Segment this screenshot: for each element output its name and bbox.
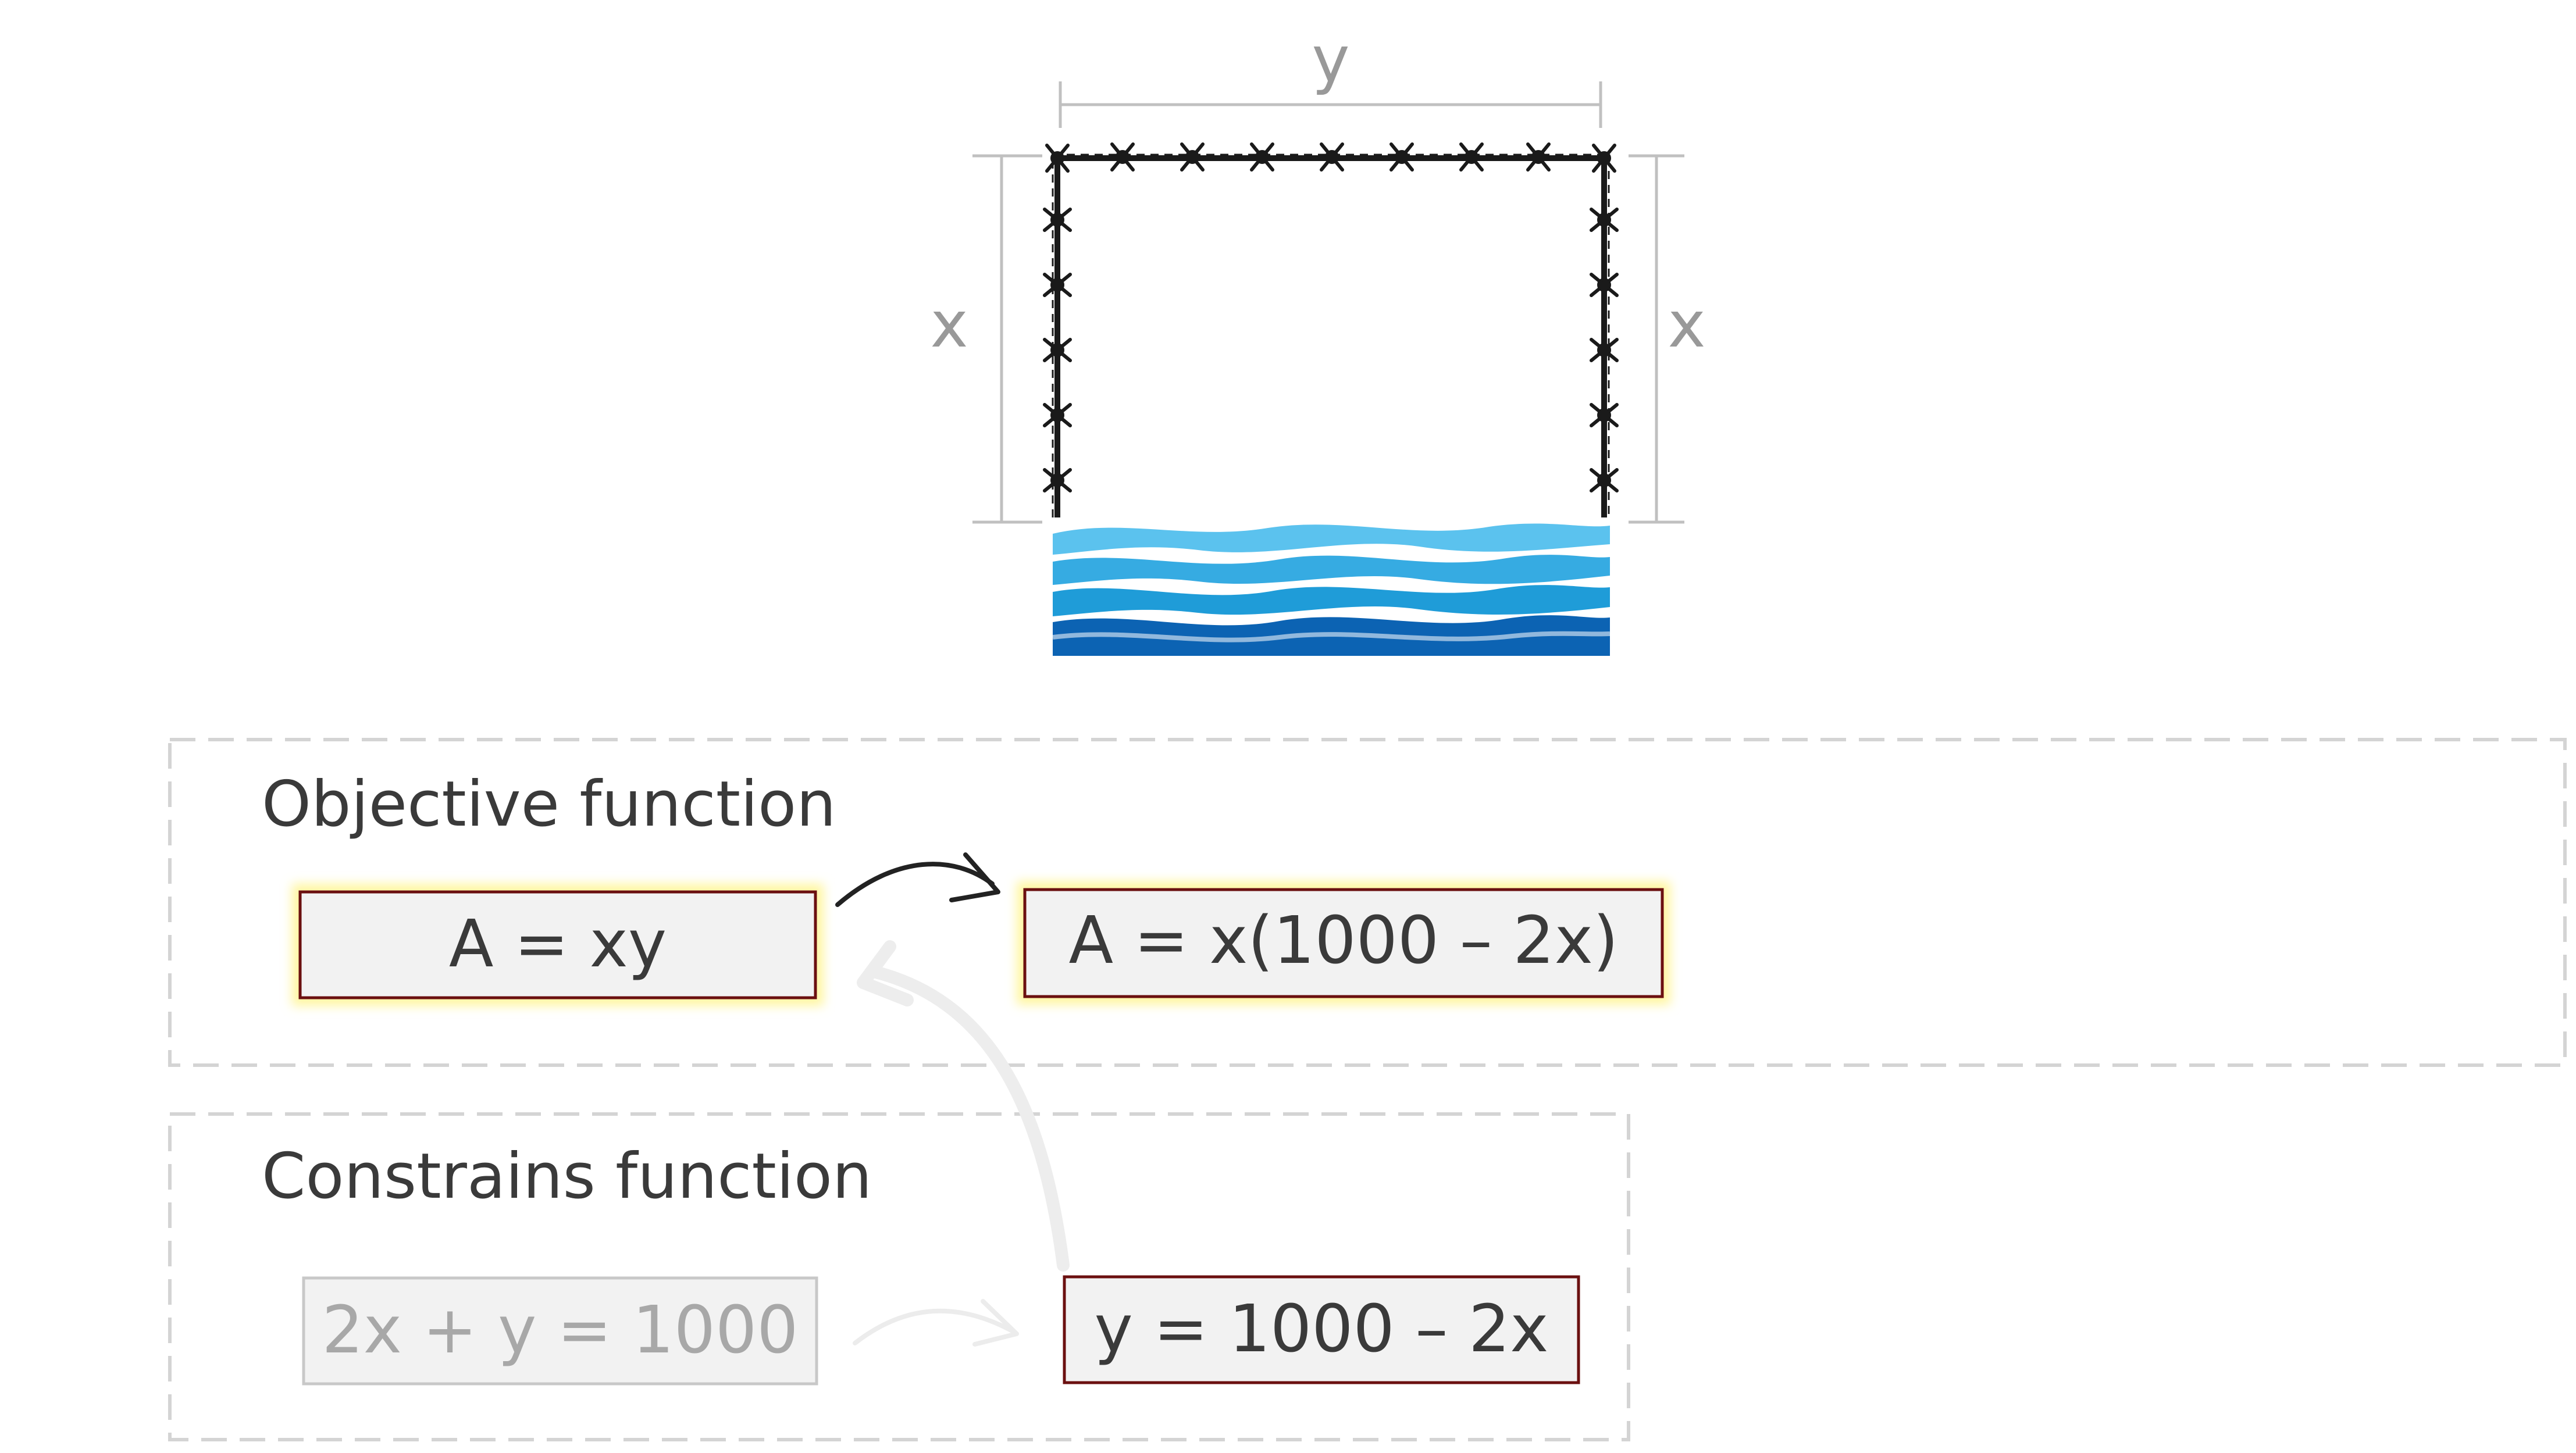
top-dimension-label: y xyxy=(1312,22,1349,97)
objective-title: Objective function xyxy=(262,768,836,841)
solve-arrow xyxy=(853,1299,1019,1347)
constraint-equation-original-box: 2x + y = 1000 xyxy=(302,1276,818,1386)
substitution-arrow xyxy=(835,852,1000,907)
constraint-equation-solved: y = 1000 – 2x xyxy=(1094,1291,1548,1367)
constraint-equation-original: 2x + y = 1000 xyxy=(322,1293,799,1368)
constraint-equation-solved-box: y = 1000 – 2x xyxy=(1063,1275,1580,1384)
river-water-icon xyxy=(1053,523,1610,656)
back-substitution-arrow xyxy=(857,940,1070,1272)
dimension-lines xyxy=(972,81,1684,524)
objective-equation-substituted: A = x(1000 – 2x) xyxy=(1068,903,1618,979)
objective-equation-substituted-box: A = x(1000 – 2x) xyxy=(1017,881,1670,1005)
objective-equation-original-box: A = xy xyxy=(292,884,824,1006)
objective-equation-original: A = xy xyxy=(449,906,667,982)
left-dimension-label: x xyxy=(930,287,968,362)
right-dimension-label: x xyxy=(1668,287,1705,362)
objective-panel xyxy=(168,738,2567,1067)
constraint-panel xyxy=(168,1112,1630,1441)
barbed-wire-fence-icon xyxy=(1043,142,1619,517)
constraint-title: Constrains function xyxy=(262,1140,872,1213)
